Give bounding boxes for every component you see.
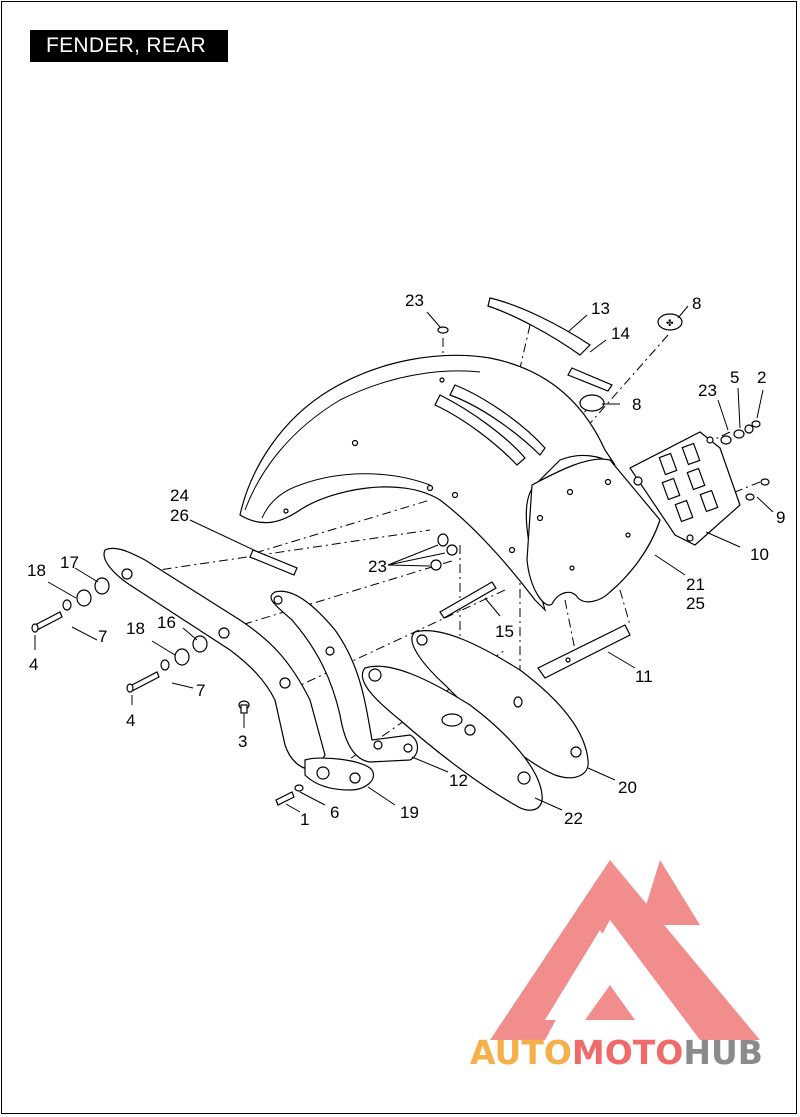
- plug-8-upper: ✤: [657, 313, 683, 331]
- callout-6: 6: [330, 803, 339, 822]
- callout-1: 1: [300, 810, 309, 829]
- bolt-4-upper: [31, 611, 63, 633]
- washer-23-top: [437, 326, 449, 334]
- strip-24-26: [249, 549, 298, 576]
- callout-23-right: 23: [698, 381, 717, 400]
- callout-7-upper: 7: [98, 627, 107, 646]
- callout-7-lower: 7: [196, 681, 205, 700]
- bushing-17-set: [62, 577, 110, 611]
- callout-4-upper: 4: [29, 655, 38, 674]
- svg-text:✤: ✤: [666, 318, 674, 328]
- bushing-16-set: [160, 635, 208, 671]
- plate-22: [361, 665, 543, 811]
- callout-20: 20: [618, 778, 637, 797]
- callout-26: 26: [170, 506, 189, 525]
- callout-14: 14: [611, 324, 630, 343]
- callout-11: 11: [635, 667, 653, 686]
- callout-23-top: 23: [405, 291, 424, 310]
- callout-5: 5: [730, 368, 739, 387]
- callout-10: 10: [750, 545, 769, 564]
- side-panel: [526, 458, 661, 606]
- callout-12: 12: [449, 771, 468, 790]
- strut-long-arm: [103, 547, 326, 771]
- callout-2: 2: [757, 368, 766, 387]
- callout-15: 15: [495, 622, 514, 641]
- leader-lines: [34, 305, 774, 813]
- callout-3: 3: [238, 732, 247, 751]
- bar-11: [537, 624, 631, 679]
- callout-9: 9: [776, 508, 785, 527]
- callout-24: 24: [170, 486, 189, 505]
- callout-21: 21: [686, 575, 705, 594]
- license-bracket: [629, 431, 741, 546]
- callout-16: 16: [157, 613, 176, 632]
- clip-15: [439, 581, 497, 619]
- callout-17: 17: [60, 553, 79, 572]
- callout-labels: 23 13 8 14 8 23 5 2 24 26 17 18 23 9 10 …: [27, 291, 785, 829]
- fasteners-right: [720, 420, 770, 501]
- strut-12: [270, 590, 419, 763]
- watermark-text: AUTOMOTOHUB: [470, 1033, 763, 1072]
- screw-1-washer-6: [275, 784, 304, 806]
- rear-fender: [239, 354, 616, 613]
- trim-strip-13: [487, 297, 591, 356]
- watermark-logo-icon: [490, 860, 760, 1040]
- callout-8-mid: 8: [632, 395, 641, 414]
- callout-25: 25: [686, 594, 705, 613]
- callout-13: 13: [591, 299, 610, 318]
- plate-20: [411, 630, 589, 779]
- callout-22: 22: [564, 809, 583, 828]
- screw-3: [238, 700, 250, 714]
- callout-23-mid: 23: [368, 557, 387, 576]
- plug-8-lower: [579, 394, 605, 412]
- trim-strip-14: [567, 367, 613, 392]
- callout-4-lower: 4: [126, 711, 135, 730]
- bolt-4-lower: [126, 671, 160, 693]
- strut-19: [304, 757, 374, 791]
- callout-18-lower: 18: [126, 619, 145, 638]
- callout-19: 19: [400, 803, 419, 822]
- bushings-23: [430, 533, 458, 571]
- page-title: FENDER, REAR: [30, 30, 228, 62]
- callout-8-top: 8: [692, 294, 701, 313]
- callout-18-upper: 18: [27, 561, 46, 580]
